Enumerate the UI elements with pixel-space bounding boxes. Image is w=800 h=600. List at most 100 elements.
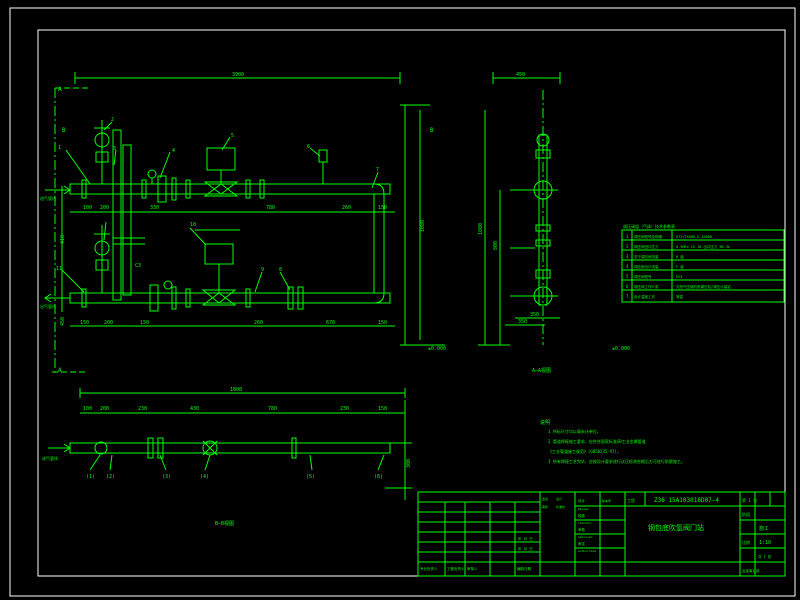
callout-6: 6	[307, 144, 310, 150]
table-v-1: RTZ/TX600 E-1000B	[676, 235, 712, 239]
table-header: 调压阀组（气体）技术参数表	[623, 223, 675, 229]
marker-a-bottom: A	[58, 367, 62, 374]
tb-dept: 冶金事业部	[742, 568, 760, 573]
note-line-3: 《工业管道施工规范》(GB50235-97)。	[548, 448, 621, 454]
table-v-4: F 级	[676, 264, 684, 269]
table-v-3: B 级	[676, 254, 684, 259]
notes-title: 说明	[540, 419, 550, 426]
callout-p2: (2)	[106, 474, 115, 480]
table-n-6: 6	[626, 284, 629, 289]
note-line-4: 3 所有焊接工艺完毕，应按设计要求进行试压检测合格后方可进行防腐施工。	[548, 458, 685, 464]
table-k-7: 设计温度工作	[634, 294, 655, 299]
front-view	[44, 72, 445, 373]
table-n-4: 4	[626, 264, 629, 269]
callout-p5: (5)	[306, 474, 315, 480]
plan-view	[48, 388, 412, 500]
tb-row-3: 编制日期	[517, 566, 531, 571]
level-side: ±0.000	[612, 346, 630, 352]
dim-plan-g: 150	[378, 406, 387, 412]
tb-date-a: 年 月 日	[518, 536, 533, 541]
drawing-title: 钢包底吹氩阀门站	[648, 523, 704, 532]
callout-p6: (6)	[374, 474, 383, 480]
level-front: ±0.000	[428, 346, 446, 352]
note-line-1: 1 所标尺寸均以毫米计单位。	[548, 428, 601, 434]
tb-left-3: 审定	[578, 541, 586, 546]
marker-b-right: B	[430, 127, 434, 134]
table-n-7: 7	[626, 294, 629, 299]
dim-plan-e: 780	[268, 406, 277, 412]
dim-side-b2: 350	[518, 319, 527, 325]
dim-d2: 200	[100, 205, 109, 211]
title-block	[417, 491, 786, 577]
tb-small-4: 版本号	[602, 498, 611, 503]
dim-d3: 330	[150, 205, 159, 211]
outer-frame	[9, 7, 796, 597]
callout-7: 7	[376, 167, 379, 173]
dim-plan-c: 230	[138, 406, 147, 412]
tb-left-en-3: Authorized	[578, 549, 596, 553]
dim-d5: 260	[342, 205, 351, 211]
dim-d1: 100	[83, 205, 92, 211]
table-k-1: 调压阀型号及规格	[634, 234, 662, 239]
dim-lv3: 450	[60, 317, 66, 326]
dim-r2: 200	[104, 320, 113, 326]
tb-stage: 施工	[759, 525, 769, 532]
tb-left-0: 设计	[578, 498, 586, 503]
table-n-3: 3	[626, 254, 629, 259]
tb-left-en-2: Approved	[578, 535, 593, 539]
callout-2: 2	[111, 117, 114, 123]
callout-p3: (3)	[162, 474, 171, 480]
tb-small-2: 审核	[542, 504, 548, 509]
dim-plan-d: 430	[190, 406, 199, 412]
callout-9: 9	[261, 267, 264, 273]
dim-lv: 410	[60, 235, 66, 244]
dim-front-total: 3900	[232, 72, 244, 78]
tb-row-2: 审核人	[467, 566, 478, 571]
dim-plan-b: 200	[100, 406, 109, 412]
callout-4: 4	[172, 148, 175, 154]
dim-r1: 150	[80, 320, 89, 326]
tb-proj-label: 工程	[627, 497, 635, 503]
table-v-7: 常温	[676, 294, 684, 299]
tb-row-0: 专业负责人	[420, 566, 438, 571]
callout-11: 11	[56, 266, 62, 272]
table-k-4: 调压阀出口流量	[634, 264, 659, 269]
spec-table	[621, 229, 785, 303]
dim-r4: 260	[254, 320, 263, 326]
callout-p4: (4)	[200, 474, 209, 480]
table-k-2: 调压阀进口压力	[634, 244, 659, 249]
tb-sheet: 第 1 张	[742, 497, 757, 503]
table-n-2: 2	[626, 244, 629, 249]
tb-small-1: 设计	[556, 496, 562, 501]
dim-side-h1: 1800	[478, 223, 484, 235]
drawing-number: Z36 15A103016D07—4	[654, 497, 719, 504]
tb-small-3: 标准化	[556, 504, 565, 509]
dim-r5: 670	[326, 320, 335, 326]
dim-plan-f: 230	[340, 406, 349, 412]
dim-plan-h: 300	[406, 459, 412, 468]
dim-plan-a: 100	[83, 406, 92, 412]
dim-side-top: 450	[516, 72, 525, 78]
tb-left-en-1: Checked	[578, 521, 591, 525]
table-v-2: 0.3MPa CS 10 出口压力 0K 3h	[676, 244, 730, 249]
callout-5: 5	[231, 133, 234, 139]
tb-left-en-0: Design	[578, 507, 589, 511]
tb-left-2: 审核	[578, 527, 586, 532]
tb-stage-label: 阶段	[742, 511, 750, 517]
tb-scale: 1:10	[759, 540, 771, 546]
inlet-label: 进气管线	[40, 195, 56, 201]
tb-row-1: 工程负责人	[447, 566, 465, 571]
dim-r6: 150	[378, 320, 387, 326]
view-b-caption: B—B视图	[215, 520, 234, 527]
dim-rh: 1080	[420, 220, 426, 232]
table-k-5: 调压阀型号	[634, 274, 652, 279]
callout-3: 3	[113, 146, 116, 152]
marker-b-left: B	[62, 127, 66, 134]
tb-scale-label: 比例	[742, 539, 750, 545]
callout-10: 10	[190, 222, 196, 228]
table-n-5: 5	[626, 274, 629, 279]
table-v-6: 天然气压缩机房调压站/调压计量站	[676, 284, 731, 289]
dim-side-b1: 350	[530, 312, 539, 318]
callout-c3: C3	[135, 263, 141, 269]
